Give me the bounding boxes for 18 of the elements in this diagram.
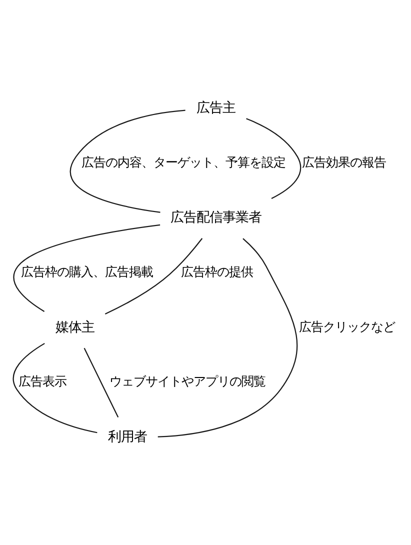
connector: [246, 118, 302, 199]
edge-label: 広告枠の提供: [180, 264, 253, 279]
node-text: 広告主: [196, 100, 236, 116]
edge-label: 広告クリックなど: [299, 319, 396, 334]
edge-label: 広告効果の報告: [302, 155, 386, 170]
connector: [158, 238, 298, 437]
edge-label: 広告表示: [18, 374, 66, 388]
node-text: 媒体主: [55, 320, 94, 335]
connector: [12, 342, 98, 433]
connector: [84, 347, 119, 417]
connector: [70, 109, 186, 212]
edge-label: 広告の内容、ターゲット、予算を設定: [81, 155, 286, 170]
edge-label: 広告枠の購入、広告掲載: [21, 264, 154, 279]
edge-label: ウェブサイトやアプリの閲覧: [109, 374, 266, 388]
node-text: 広告配信事業者: [170, 210, 262, 226]
connector: [13, 224, 160, 312]
node-text: 利用者: [108, 429, 147, 444]
connector: [104, 238, 203, 314]
